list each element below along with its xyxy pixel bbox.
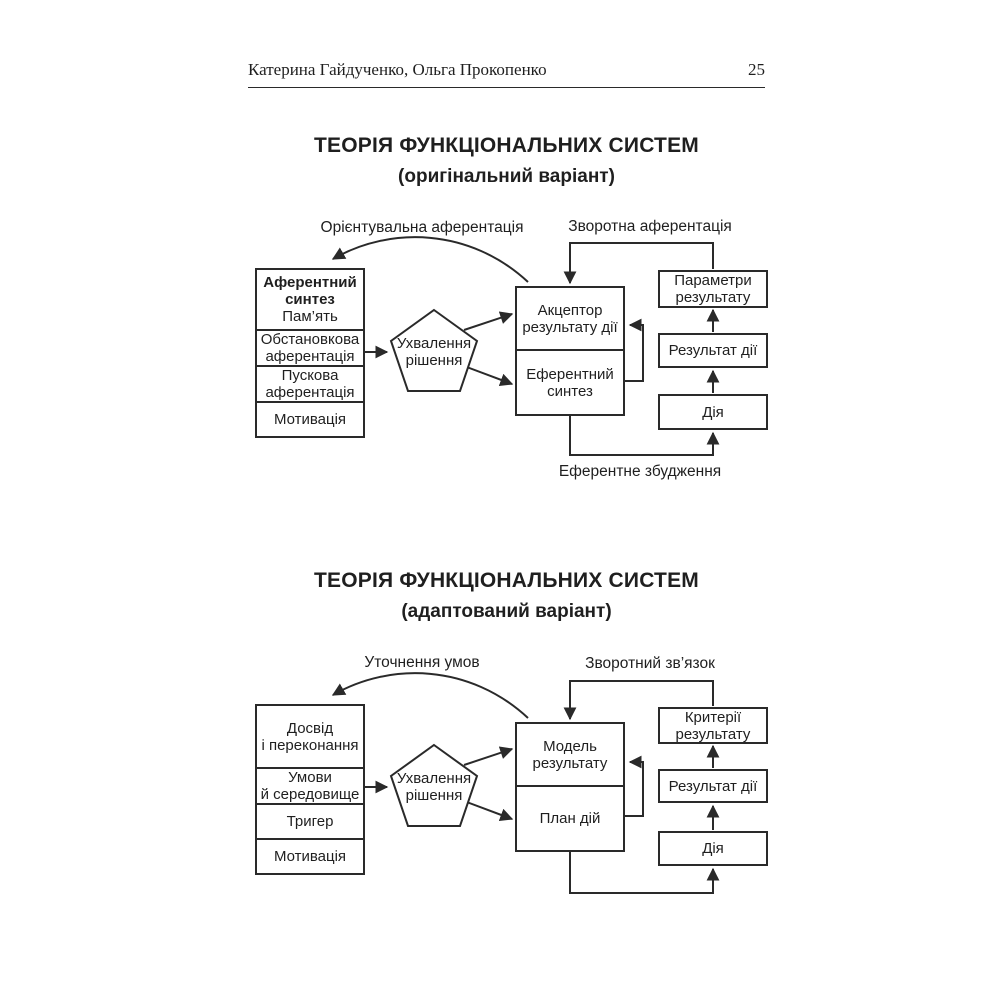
d1-result-label: Результат дії <box>668 342 758 359</box>
diagram1-subtitle: (оригінальний варіант) <box>398 166 615 187</box>
d1-orienting-label: Орієнтувальна аферентація <box>320 219 524 236</box>
d1-decision-pentagon <box>389 308 479 392</box>
page-number: 25 <box>748 60 765 79</box>
d1-feedback-line <box>563 242 714 285</box>
d1-afferent-synthesis-stack: Аферентний синтез Пам’ять Обстановкова а… <box>255 268 365 438</box>
d2-decision-pentagon <box>389 743 479 827</box>
d2-arrow-decision-to-plan <box>463 800 514 821</box>
d2-model-plan-box: Модель результату План дій <box>515 722 625 852</box>
d1-acceptor-cell: Акцептор результату дії <box>517 288 623 349</box>
d2-inputs-stack: Досвід і переконання Умови й середовище … <box>255 704 365 875</box>
d1-stack-cell-header: Аферентний синтез Пам’ять <box>257 270 363 329</box>
d2-criteria-box: Критерії результату <box>658 707 768 744</box>
d2-stack-cell-trigger: Тригер <box>257 803 363 838</box>
diagram1-title-block: ТЕОРІЯ ФУНКЦІОНАЛЬНИХ СИСТЕМ (оригінальн… <box>218 134 795 188</box>
d1-stack-header-title: Аферентний синтез <box>263 274 357 309</box>
d1-acceptor-efferent-box: Акцептор результату дії Еферентний синте… <box>515 286 625 416</box>
d1-stack-cell-motivation: Мотивація <box>257 401 363 436</box>
diagram2-title-block: ТЕОРІЯ ФУНКЦІОНАЛЬНИХ СИСТЕМ (адаптовани… <box>218 569 795 623</box>
d2-stack-experience-label: Досвід і переконання <box>261 719 359 754</box>
d1-action-label: Дія <box>702 403 724 421</box>
d2-stack-cell-experience: Досвід і переконання <box>257 706 363 767</box>
d2-feedback-line <box>563 680 714 721</box>
d2-clarify-label: Уточнення умов <box>364 654 480 671</box>
d1-acceptor-label: Акцептор результату дії <box>522 301 618 336</box>
header-authors: Катерина Гайдученко, Ольга Прокопенко <box>248 60 547 79</box>
d1-stack-situational-label: Обстановкова аферентація <box>260 331 360 366</box>
d2-stack-cell-motivation: Мотивація <box>257 838 363 873</box>
d2-stack-conditions-label: Умови й середовище <box>260 769 360 804</box>
d2-loop-plan-to-model <box>625 755 644 817</box>
page-header: Катерина Гайдученко, Ольга Прокопенко 25 <box>248 60 765 88</box>
d1-parameters-label: Параметри результату <box>674 272 752 306</box>
d1-parameters-cell: Параметри результату <box>660 272 766 306</box>
d1-stack-cell-situational: Обстановкова аферентація <box>257 329 363 365</box>
d1-decision-label: Ухвалення рішення <box>396 335 472 369</box>
d2-stack-trigger-label: Тригер <box>286 813 334 831</box>
d1-loop-efferent-to-acceptor <box>625 318 644 382</box>
d2-plan-to-action-line <box>569 852 720 894</box>
d2-stack-motivation-label: Мотивація <box>273 848 347 866</box>
d1-result-box: Результат дії <box>658 333 768 368</box>
diagram1-title: ТЕОРІЯ ФУНКЦІОНАЛЬНИХ СИСТЕМ <box>314 134 699 157</box>
d2-decision-label: Ухвалення рішення <box>396 770 472 804</box>
diagram2-title: ТЕОРІЯ ФУНКЦІОНАЛЬНИХ СИСТЕМ <box>314 569 699 592</box>
d1-arrow-decision-to-efferent <box>463 365 514 386</box>
d1-efferent-label: Еферентний синтез <box>526 365 614 400</box>
d2-result-label: Результат дії <box>668 777 758 795</box>
d1-action-box: Дія <box>658 394 768 430</box>
d2-feedback-label: Зворотний зв’язок <box>585 655 715 672</box>
d1-feedback-label: Зворотна аферентація <box>568 218 732 235</box>
d1-stack-header-memory: Пам’ять <box>282 308 338 326</box>
d2-plan-label: План дій <box>539 810 601 828</box>
d2-criteria-cell: Критерії результату <box>660 709 766 743</box>
d2-criteria-label: Критерії результату <box>675 709 751 743</box>
diagram2-subtitle: (адаптований варіант) <box>401 601 612 622</box>
d1-parameters-box: Параметри результату <box>658 270 768 308</box>
d1-efferent-excitation-label: Еферентне збудження <box>558 463 722 480</box>
d2-clarify-curve <box>331 672 529 719</box>
d1-result-cell: Результат дії <box>660 335 766 366</box>
d1-efferent-excitation-line <box>569 416 720 456</box>
d1-action-cell: Дія <box>660 396 766 428</box>
d1-stack-cell-trigger-afferent: Пускова аферентація <box>257 365 363 401</box>
d2-action-cell: Дія <box>660 833 766 864</box>
d1-orienting-curve <box>331 236 529 283</box>
d2-action-label: Дія <box>702 840 724 857</box>
d2-plan-cell: План дій <box>517 785 623 850</box>
d1-stack-motivation-label: Мотивація <box>273 411 347 429</box>
d2-model-label: Модель результату <box>532 737 608 772</box>
d2-stack-cell-conditions: Умови й середовище <box>257 767 363 803</box>
d2-result-cell: Результат дії <box>660 771 766 801</box>
d2-action-box: Дія <box>658 831 768 866</box>
d1-stack-trigger-afferent-label: Пускова аферентація <box>265 367 355 402</box>
d2-model-cell: Модель результату <box>517 724 623 785</box>
d1-arrow-decision-to-acceptor <box>463 311 514 331</box>
d1-efferent-cell: Еферентний синтез <box>517 349 623 414</box>
d2-result-box: Результат дії <box>658 769 768 803</box>
d2-arrow-decision-to-model <box>463 746 514 766</box>
